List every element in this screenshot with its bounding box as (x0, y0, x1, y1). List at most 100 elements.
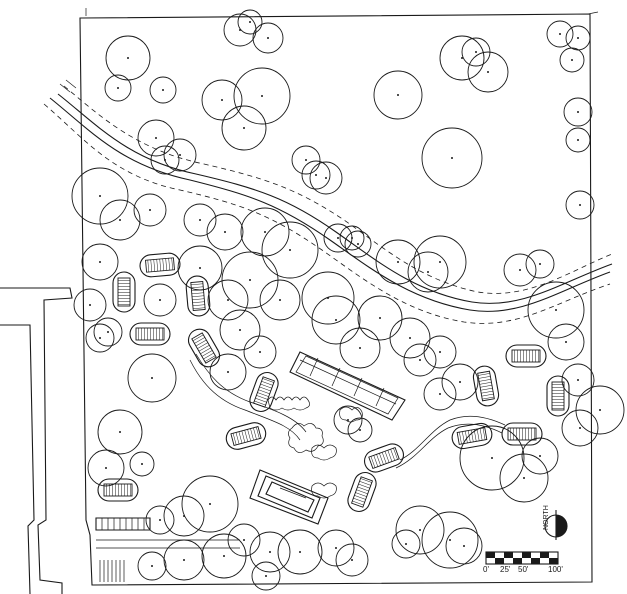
tree-canopy (503, 253, 537, 287)
tree-canopy (163, 495, 205, 537)
tree-canopy (221, 105, 267, 151)
tree-canopy (73, 288, 107, 322)
tree-canopy (243, 335, 277, 369)
tree-trunk-dot (351, 237, 353, 239)
tree-trunk-dot (405, 543, 407, 545)
tree-canopy (277, 529, 323, 575)
tree-trunk-dot (299, 551, 301, 553)
tree-canopy (561, 409, 599, 447)
tree-trunk-dot (439, 261, 441, 263)
picnic-table (187, 328, 221, 368)
tree-canopy (137, 119, 175, 157)
tree-trunk-dot (105, 467, 107, 469)
scale-label-50: 50' (518, 565, 529, 574)
tree-canopy (527, 281, 585, 339)
tree-canopy (143, 283, 177, 317)
tree-canopy (181, 475, 239, 533)
tree-trunk-dot (579, 427, 581, 429)
tree-canopy (565, 190, 595, 220)
tree-canopy (237, 9, 263, 35)
tree-trunk-dot (577, 379, 579, 381)
tree-trunk-dot (579, 204, 581, 206)
tree-canopy (209, 353, 247, 391)
tree-canopy (423, 377, 457, 411)
tree-trunk-dot (249, 279, 251, 281)
tree-trunk-dot (409, 337, 411, 339)
tree-trunk-dot (199, 267, 201, 269)
north-label: NORTH (543, 505, 550, 530)
tree-trunk-dot (127, 57, 129, 59)
tree-trunk-dot (305, 159, 307, 161)
scale-bar: 0' 25' 50' 100' (483, 551, 563, 574)
tree-canopy (335, 543, 369, 577)
scale-label-25: 25' (500, 565, 511, 574)
tree-canopy (85, 323, 115, 353)
tree-trunk-dot (463, 545, 465, 547)
tree-canopy (291, 145, 321, 175)
tree-trunk-dot (227, 371, 229, 373)
tree-canopy (201, 79, 243, 121)
tree-trunk-dot (359, 429, 361, 431)
tree-trunk-dot (107, 331, 109, 333)
tree-canopy (547, 323, 585, 361)
tree-trunk-dot (357, 243, 359, 245)
scale-block (495, 558, 504, 564)
tree-trunk-dot (119, 219, 121, 221)
scale-bar-icon (485, 551, 559, 565)
tree-trunk-dot (265, 575, 267, 577)
tree-trunk-dot (491, 457, 493, 459)
tree-trunk-dot (164, 159, 166, 161)
tree-canopy (127, 353, 177, 403)
tree-group (71, 9, 625, 591)
tree-canopy (461, 37, 491, 67)
tree-trunk-dot (261, 95, 263, 97)
tree-trunk-dot (183, 515, 185, 517)
tree-canopy (407, 251, 449, 293)
tree-canopy (311, 295, 361, 345)
tree-canopy (344, 230, 372, 258)
tree-canopy (137, 551, 167, 581)
adjacent-building (0, 287, 73, 594)
tree-trunk-dot (119, 431, 121, 433)
tree-trunk-dot (224, 231, 226, 233)
tree-canopy (251, 561, 281, 591)
tree-trunk-dot (335, 547, 337, 549)
tree-trunk-dot (419, 529, 421, 531)
tree-canopy (403, 343, 437, 377)
tree-canopy (145, 505, 175, 535)
tree-canopy (149, 76, 177, 104)
tree-trunk-dot (155, 137, 157, 139)
tree-canopy (206, 213, 244, 251)
tree-trunk-dot (397, 94, 399, 96)
tree-canopy (97, 409, 143, 455)
tree-canopy (525, 249, 555, 279)
pavilion-shelter (289, 351, 406, 421)
tree-canopy (347, 417, 373, 443)
tree-canopy (445, 527, 483, 565)
tree-trunk-dot (351, 559, 353, 561)
scale-bar-outline (485, 551, 559, 565)
picnic-table (501, 422, 543, 446)
tree-trunk-dot (487, 71, 489, 73)
tree-trunk-dot (249, 21, 251, 23)
tree-trunk-dot (183, 559, 185, 561)
tree-trunk-dot (565, 341, 567, 343)
scale-block (540, 552, 549, 558)
tree-trunk-dot (149, 209, 151, 211)
tree-trunk-dot (539, 455, 541, 457)
tree-trunk-dot (379, 317, 381, 319)
scale-block (513, 558, 522, 564)
tree-canopy (439, 35, 485, 81)
tree-canopy (252, 22, 284, 54)
tree-canopy (259, 279, 301, 321)
tree-trunk-dot (555, 309, 557, 311)
tree-trunk-dot (577, 37, 579, 39)
tree-trunk-dot (523, 477, 525, 479)
tree-trunk-dot (577, 139, 579, 141)
tree-canopy (395, 505, 445, 555)
tree-trunk-dot (99, 261, 101, 263)
tree-trunk-dot (427, 271, 429, 273)
picnic-table (112, 271, 136, 313)
tree-canopy (441, 363, 479, 401)
tree-canopy (559, 47, 585, 73)
